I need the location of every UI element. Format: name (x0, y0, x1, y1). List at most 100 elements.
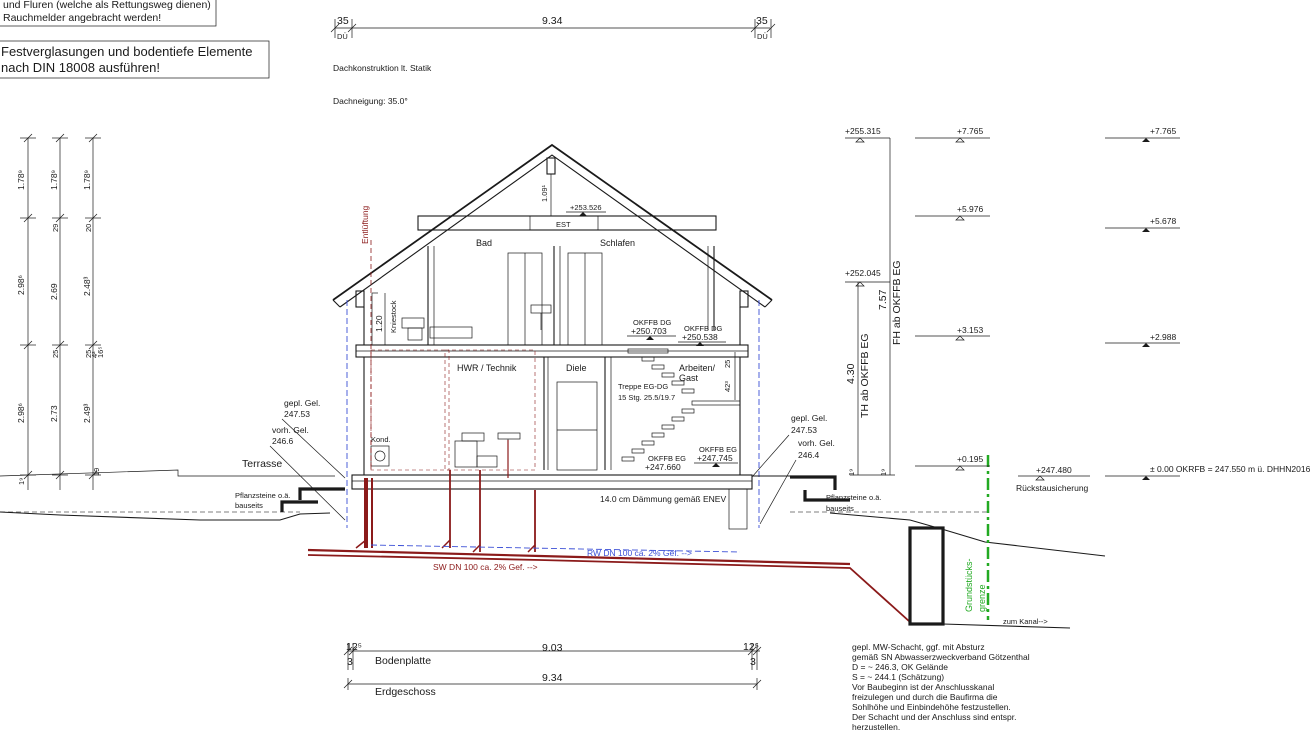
note-line: S = ~ 244.1 (Schätzung) (852, 672, 944, 682)
dim-label: 2.48³ (82, 276, 92, 296)
level-value: +3.153 (957, 325, 984, 335)
dim-label: Bodenplatte (375, 655, 431, 667)
room-label-arbeiten: Arbeiten/ (679, 363, 716, 373)
bottom-dimensions: 12⁵ 3 9.03 Bodenplatte 12⁵ 3 9.34 Erdges… (343, 641, 762, 698)
room-label-hwr: HWR / Technik (457, 363, 517, 373)
ground-label: 247.53 (791, 425, 817, 435)
note-line: gemäß SN Abwasserzweckverband Götzenthal (852, 652, 1030, 662)
roof-structure-note: Dachkonstruktion lt. Statik (333, 63, 432, 73)
terrain-left: Terrasse Pflanzsteine o.ä. bauseits gepl… (0, 398, 346, 521)
dim-label: 2.98⁶ (16, 403, 26, 423)
stones-label: bauseits (235, 501, 263, 510)
stair-label: Treppe EG-DG (618, 382, 668, 391)
boundary-label: grenze (977, 584, 987, 612)
dim-label: 1.78⁹ (16, 169, 26, 190)
dashed-lines (0, 240, 990, 528)
level-value: +247.745 (697, 453, 733, 463)
terrain-right: Pflanzsteine o.ä. bauseits gepl. Gel. 24… (751, 413, 1106, 557)
roof: 1.09¹ EST +253.526 (332, 143, 773, 308)
level-value: +252.045 (845, 268, 881, 278)
note-text: Festverglasungen und bodentiefe Elemente (1, 44, 253, 59)
sw-pipe-label: SW DN 100 ca. 2% Gef. --> (433, 562, 538, 572)
dim-label: 35 (756, 15, 768, 27)
note-line: Sohlhöhe und Einbindehöhe festzustellen. (852, 702, 1011, 712)
dim-label: 3 (347, 656, 353, 668)
level-value: +7.765 (957, 126, 984, 136)
dim-label: 2.98⁶ (16, 275, 26, 295)
fh-label: FH ab OKFFB EG (891, 260, 903, 345)
note-line: Vor Baubeginn ist der Anschlusskanal (852, 682, 994, 692)
ground-label: vorh. Gel. (272, 425, 309, 435)
level-value: +247.480 (1036, 465, 1072, 475)
ground-label: vorh. Gel. (798, 438, 835, 448)
knee-height: 1.20 (374, 315, 384, 332)
drain-pipes: SW DN 100 ca. 2% Gef. --> RW DN 100 ca. … (307, 440, 911, 623)
note-line: gepl. MW-Schacht, ggf. mit Absturz (852, 642, 985, 652)
th-label: TH ab OKFFB EG (859, 333, 871, 418)
dim-label: 9.03 (542, 642, 563, 654)
property-boundary: Grundstücks- grenze (964, 455, 990, 620)
notes-box-1: und Fluren (welche als Rettungsweg diene… (0, 0, 217, 27)
level-label: OKFFB EG (699, 445, 737, 454)
level-value: +5.678 (1150, 216, 1177, 226)
level-label: OKFFB DG (684, 324, 723, 333)
th-value: 4.30 (845, 363, 857, 384)
dim-label: 2.49³ (82, 403, 92, 423)
ground-label: 246.6 (272, 436, 294, 446)
kond-label: Kond. (371, 435, 391, 444)
stair-label: 15 Stg. 25.5/19.7 (618, 393, 675, 402)
dim-label: 35 (337, 15, 349, 27)
fh-value: 7.57 (877, 289, 889, 310)
dim-label: 25 (84, 350, 93, 358)
stones-label: Pflanzsteine o.ä. (235, 491, 290, 500)
stones-label: Pflanzsteine o.ä. (826, 493, 881, 502)
notes-box-2: Festverglasungen und bodentiefe Elemente… (0, 40, 270, 79)
level-value: +0.195 (957, 454, 984, 464)
knee-label: Kniestock (389, 300, 398, 333)
note-text: Rauchmelder angebracht werden! (3, 12, 161, 24)
dim-label: 12⁵ (346, 641, 362, 653)
dim-label: 29 (51, 224, 60, 232)
level-label: OKFFB EG (648, 454, 686, 463)
manhole-note: gepl. MW-Schacht, ggf. mit Absturz gemäß… (852, 642, 1030, 732)
ground-label: gepl. Gel. (284, 398, 320, 408)
note-line: herzustellen. (852, 722, 900, 732)
room-label-schlafen: Schlafen (600, 238, 635, 248)
note-text: nach DIN 18008 ausführen! (1, 60, 160, 75)
insulation-note: 14.0 cm Dämmung gemäß ENEV (600, 494, 726, 504)
level-value: 1⁹ (879, 469, 888, 476)
note-text: und Fluren (welche als Rettungsweg diene… (3, 0, 211, 11)
level-value: +255.315 (845, 126, 881, 136)
stones-label: bauseits (826, 504, 854, 513)
manhole: zum Kanal--> (908, 526, 1071, 629)
level-value: +247.660 (645, 462, 681, 472)
dim-label: DÜ (337, 32, 348, 41)
stair-height: 42³ (723, 381, 732, 392)
left-height-dimensions: 1.78⁹ 2.98⁶ 2.98⁶ 1.78⁹ 2.69 2.73 1.78⁹ … (16, 133, 105, 490)
ground-label: gepl. Gel. (791, 413, 827, 423)
dim-label: 3 (750, 656, 756, 668)
attic-height-label: 1.09¹ (540, 184, 549, 202)
level-value: +7.765 (1150, 126, 1177, 136)
upper-floor: Bad Schlafen 1.20 Kniestock OKFFB DG +25… (355, 238, 749, 358)
level-value: +250.538 (682, 332, 718, 342)
dim-label: 2.69 (49, 283, 59, 300)
right-level-markers: +255.315 +252.045 1⁹ 1⁹ 7.57 FH ab OKFFB… (845, 126, 1311, 493)
dim-label: 4² (90, 351, 99, 358)
terrace-label: Terrasse (242, 458, 282, 470)
vent-label: Entlüftung (360, 205, 370, 244)
note-line: freizulegen und durch die Baufirma die (852, 692, 998, 702)
dim-label: Erdgeschoss (375, 686, 436, 698)
dim-label: 25 (51, 350, 60, 358)
ridge-level: +253.526 (570, 203, 602, 212)
dim-label: 16⁵ (96, 347, 105, 358)
roof-pitch-note: Dachneigung: 35.0° (333, 96, 408, 106)
rw-pipe-label: RW DN 100 ca. 2% Gef. --> (587, 548, 692, 558)
dim-label: 1.78⁹ (49, 169, 59, 190)
est-label: EST (556, 220, 571, 229)
room-label-bad: Bad (476, 238, 492, 248)
ground-label: 247.53 (284, 409, 310, 419)
ground-label: 246.4 (798, 450, 820, 460)
